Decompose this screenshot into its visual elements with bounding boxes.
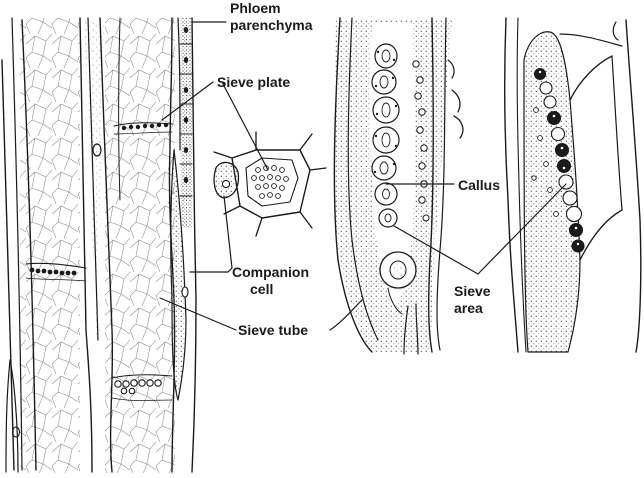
leader-sieve-area-1	[393, 225, 479, 275]
leader-sieve-plate-2	[221, 81, 269, 171]
leader-sieve-area-2	[477, 183, 567, 275]
label-sieve-area-line1: Sieve	[454, 283, 491, 299]
label-sieve-plate: Sieve plate	[217, 74, 291, 90]
leader-companion-cell-1	[223, 195, 233, 273]
label-phloem-parenchyma-line2: parenchyma	[230, 17, 313, 33]
transverse-section	[213, 131, 327, 237]
callus-section	[333, 17, 464, 355]
label-companion-cell-line2: cell	[250, 281, 274, 297]
label-phloem-parenchyma-line1: Phloem	[230, 0, 281, 16]
label-callus: Callus	[458, 177, 501, 193]
leader-sieve-tube-1	[159, 297, 237, 331]
leader-lines	[159, 21, 567, 331]
sieve-area-section	[503, 17, 642, 353]
label-sieve-area-line2: area	[454, 300, 483, 316]
longitudinal-section-left	[1, 17, 197, 473]
label-companion-cell-line1: Companion	[232, 264, 309, 280]
leader-sieve-plate-1	[161, 81, 214, 121]
label-sieve-tube: Sieve tube	[238, 322, 309, 338]
leader-sieve-tube-2	[329, 299, 363, 331]
